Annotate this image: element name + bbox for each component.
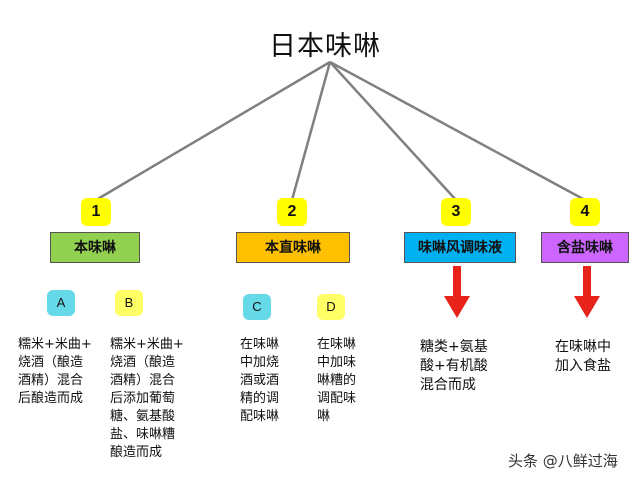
- connector-line-4: [329, 60, 586, 202]
- number-badge-1: 1: [81, 198, 111, 226]
- subtype-c-description: 在味啉中加烧 酒或酒精的调 配味啉: [240, 337, 280, 424]
- diagram-title: 日本味啉: [269, 31, 381, 62]
- connector-line-2: [290, 61, 332, 201]
- number-badge-2: 2: [277, 198, 307, 226]
- subtype-badge-b: B: [115, 290, 143, 316]
- category-box-3: 味啉风调味液: [404, 232, 516, 263]
- down-arrow-icon: [444, 266, 470, 318]
- connector-line-3: [329, 61, 457, 201]
- down-arrow-icon: [574, 266, 600, 318]
- number-badge-3: 3: [441, 198, 471, 226]
- subtype-badge-d: D: [317, 294, 345, 320]
- number-badge-4: 4: [570, 198, 600, 226]
- category-box-4: 含盐味啉: [541, 232, 629, 263]
- category-box-2: 本直味啉: [236, 232, 350, 263]
- category-box-1: 本味啉: [50, 232, 140, 263]
- subtype-badge-c: C: [243, 294, 271, 320]
- subtype-a-description: 糯米+米曲+烧酒（酿造 酒精）混合后酿造而成: [18, 337, 92, 406]
- subtype-d-description: 在味啉中加味 啉糟的调配味 啉: [317, 337, 357, 424]
- category-3-description: 糖类+氨基酸+有机酸 混合而成: [420, 339, 488, 393]
- watermark: 头条 @八鲜过海: [508, 452, 618, 470]
- subtype-b-description: 糯米+米曲+烧酒（酿造 酒精）混合后添加葡萄 糖、氨基酸盐、味啉糟 酿造而成: [110, 337, 184, 460]
- connector-line-1: [95, 60, 331, 202]
- subtype-badge-a: A: [47, 290, 75, 316]
- category-4-description: 在味啉中加入食盐: [555, 339, 611, 374]
